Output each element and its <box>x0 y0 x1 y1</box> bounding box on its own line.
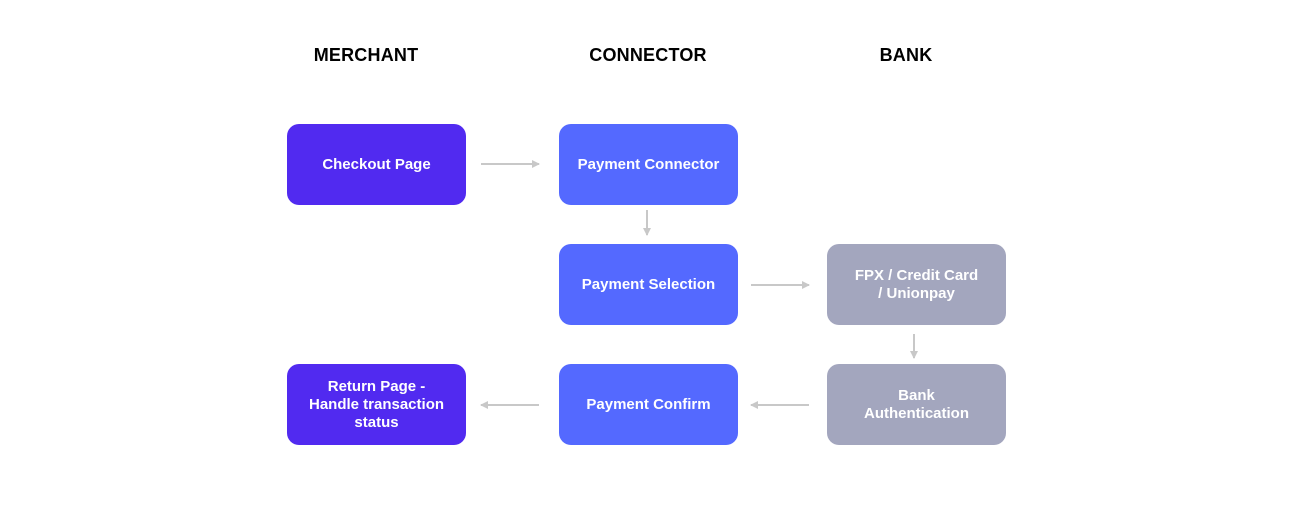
node-payment-confirm: Payment Confirm <box>559 364 738 445</box>
node-bank-authentication: Bank Authentication <box>827 364 1006 445</box>
header-connector: CONNECTOR <box>589 45 707 65</box>
node-fpx-credit-card: FPX / Credit Card / Unionpay <box>827 244 1006 325</box>
header-merchant: MERCHANT <box>313 45 419 65</box>
node-payment-connector: Payment Connector <box>559 124 738 205</box>
node-checkout-page: Checkout Page <box>287 124 466 205</box>
node-return-page: Return Page - Handle transaction status <box>287 364 466 445</box>
header-bank: BANK <box>879 45 933 65</box>
node-payment-selection: Payment Selection <box>559 244 738 325</box>
